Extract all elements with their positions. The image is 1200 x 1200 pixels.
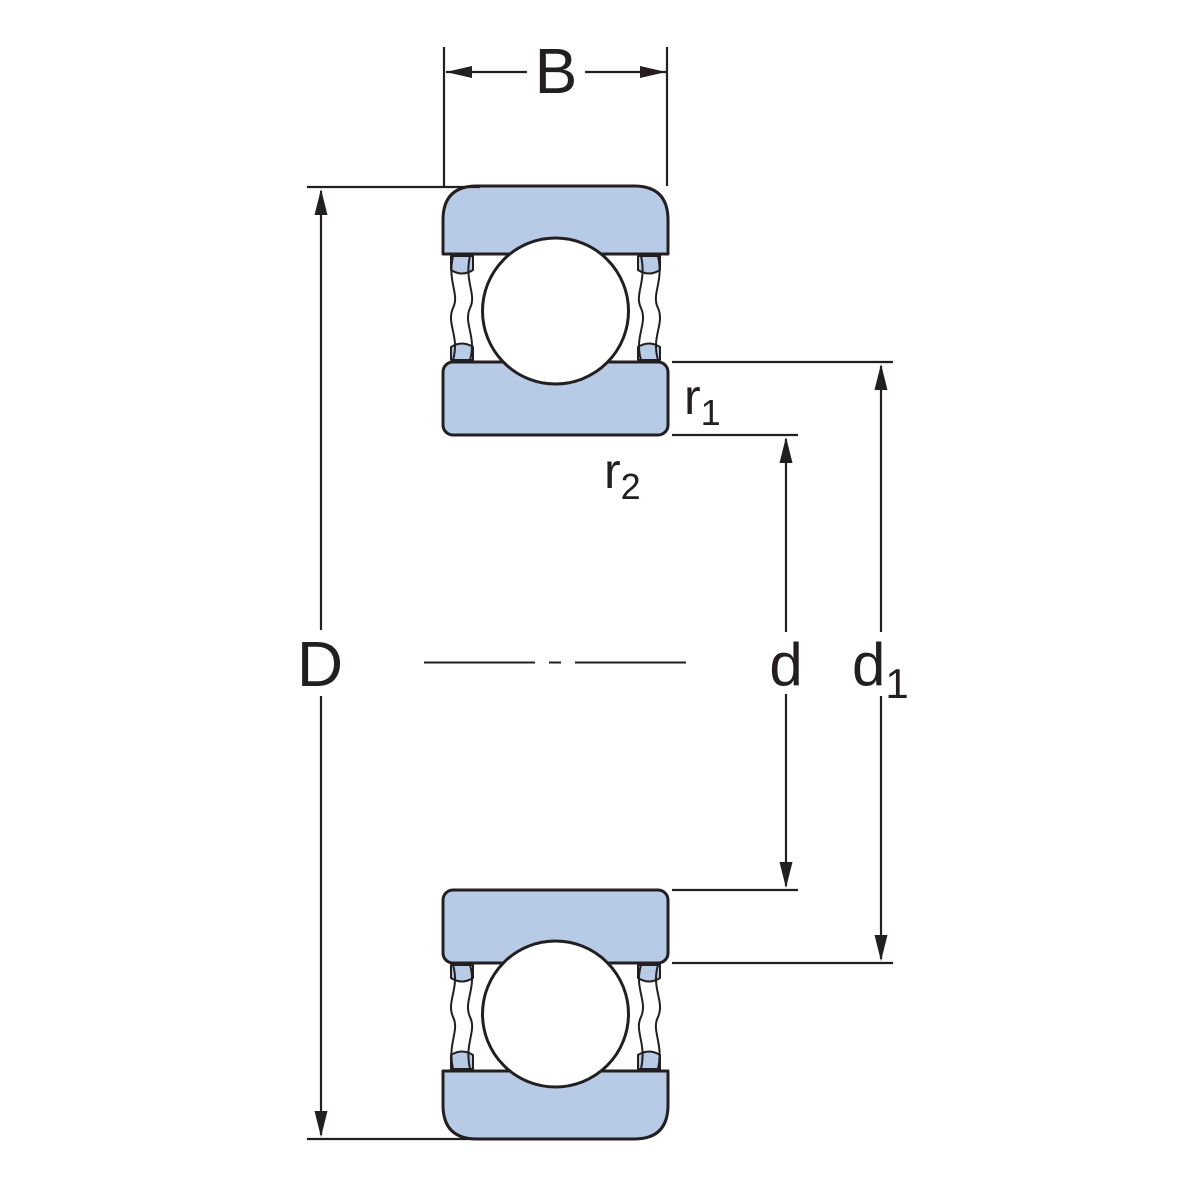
dimension-d: d <box>672 433 810 892</box>
label-halo <box>762 632 810 694</box>
label-d: d <box>769 631 802 698</box>
arrow-left-icon <box>446 66 472 78</box>
outer-ring <box>441 184 670 256</box>
arrow-down-icon <box>314 1111 328 1137</box>
bearing-half-top <box>441 184 670 437</box>
extension-lines-D <box>307 185 480 1141</box>
arrow-up-icon <box>874 364 888 390</box>
extension-lines-d1 <box>672 360 893 965</box>
extension-lines-d <box>672 433 798 892</box>
ball <box>481 236 630 386</box>
arrow-down-icon <box>779 862 793 888</box>
arrow-right-icon <box>640 66 666 78</box>
left-seal <box>450 255 474 361</box>
label-r2: r2 <box>604 443 641 507</box>
label-D: D <box>297 628 343 700</box>
label-halo <box>527 42 585 100</box>
seal-lip-outer <box>450 255 457 361</box>
label-d1: d1 <box>852 631 909 707</box>
label-halo <box>845 632 921 696</box>
arrow-up-icon <box>779 437 793 463</box>
dimension-B: B <box>442 35 669 186</box>
label-B: B <box>535 35 578 107</box>
extension-lines-B <box>442 47 669 186</box>
label-r1: r1 <box>684 369 721 433</box>
label-halo <box>288 630 352 696</box>
bearing-half-bottom <box>443 890 668 1139</box>
seal-lip-inner <box>467 255 474 361</box>
dimension-d1: d1 <box>672 360 921 965</box>
right-seal <box>637 255 662 361</box>
arrow-down-icon <box>874 935 888 961</box>
dimension-D: D <box>288 185 480 1141</box>
arrow-up-icon <box>314 189 328 215</box>
